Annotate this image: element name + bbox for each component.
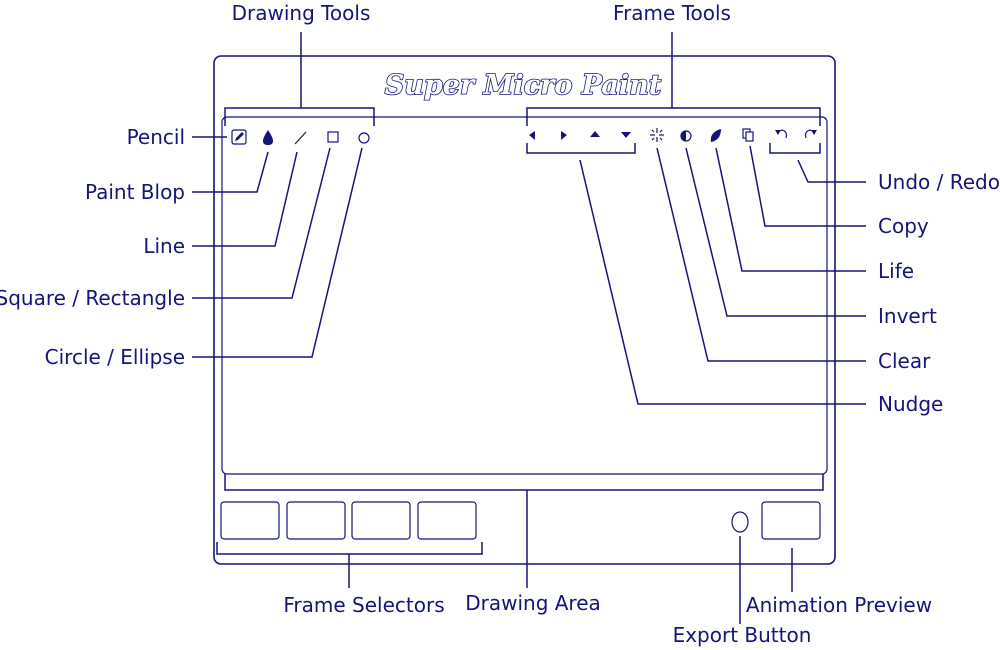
label-drawing-area: Drawing Area: [465, 591, 601, 615]
drawing-toolbar: [231, 129, 370, 145]
circle-icon[interactable]: [358, 132, 370, 144]
label-drawing-tools: Drawing Tools: [232, 1, 371, 25]
frame-selectors: [220, 501, 477, 540]
nudge-down-icon[interactable]: [621, 132, 631, 138]
nudge-up-icon[interactable]: [590, 131, 600, 137]
paint-blop-icon[interactable]: [263, 130, 273, 145]
app-title: Super Micro Paint: [385, 70, 662, 101]
callout-lines: [192, 32, 866, 624]
label-frame-tools: Frame Tools: [613, 1, 731, 25]
frame-toolbar: [529, 128, 817, 142]
frame-selector-4[interactable]: [417, 501, 477, 540]
label-invert: Invert: [878, 304, 937, 328]
label-paint-blop: Paint Blop: [85, 180, 185, 204]
label-export-button: Export Button: [673, 623, 812, 647]
label-pencil: Pencil: [127, 125, 185, 149]
label-circle-ellipse: Circle / Ellipse: [45, 345, 185, 369]
nudge-left-icon[interactable]: [529, 131, 535, 140]
label-life: Life: [878, 259, 914, 283]
frame-selector-2[interactable]: [286, 501, 346, 540]
label-clear: Clear: [878, 349, 931, 373]
label-nudge: Nudge: [878, 392, 943, 416]
redo-icon[interactable]: [805, 129, 817, 139]
frame-selector-1[interactable]: [220, 501, 280, 540]
copy-icon[interactable]: [742, 128, 754, 142]
undo-icon[interactable]: [775, 129, 787, 139]
label-copy: Copy: [878, 214, 929, 238]
clear-icon[interactable]: [650, 128, 664, 142]
nudge-right-icon[interactable]: [561, 131, 567, 140]
label-animation-preview: Animation Preview: [746, 593, 932, 617]
animation-preview: [761, 501, 821, 540]
label-undo-redo: Undo / Redo: [878, 170, 1000, 194]
pencil-icon[interactable]: [231, 129, 247, 145]
line-icon[interactable]: [294, 131, 307, 145]
label-square-rectangle: Square / Rectangle: [0, 286, 185, 310]
label-line: Line: [143, 234, 185, 258]
invert-icon[interactable]: [680, 130, 692, 142]
label-frame-selectors: Frame Selectors: [283, 593, 444, 617]
square-icon[interactable]: [327, 131, 339, 143]
app-window: [213, 55, 836, 565]
drawing-area[interactable]: [221, 116, 828, 475]
export-button[interactable]: [731, 511, 749, 533]
life-icon[interactable]: [710, 129, 721, 142]
frame-selector-3[interactable]: [351, 501, 411, 540]
